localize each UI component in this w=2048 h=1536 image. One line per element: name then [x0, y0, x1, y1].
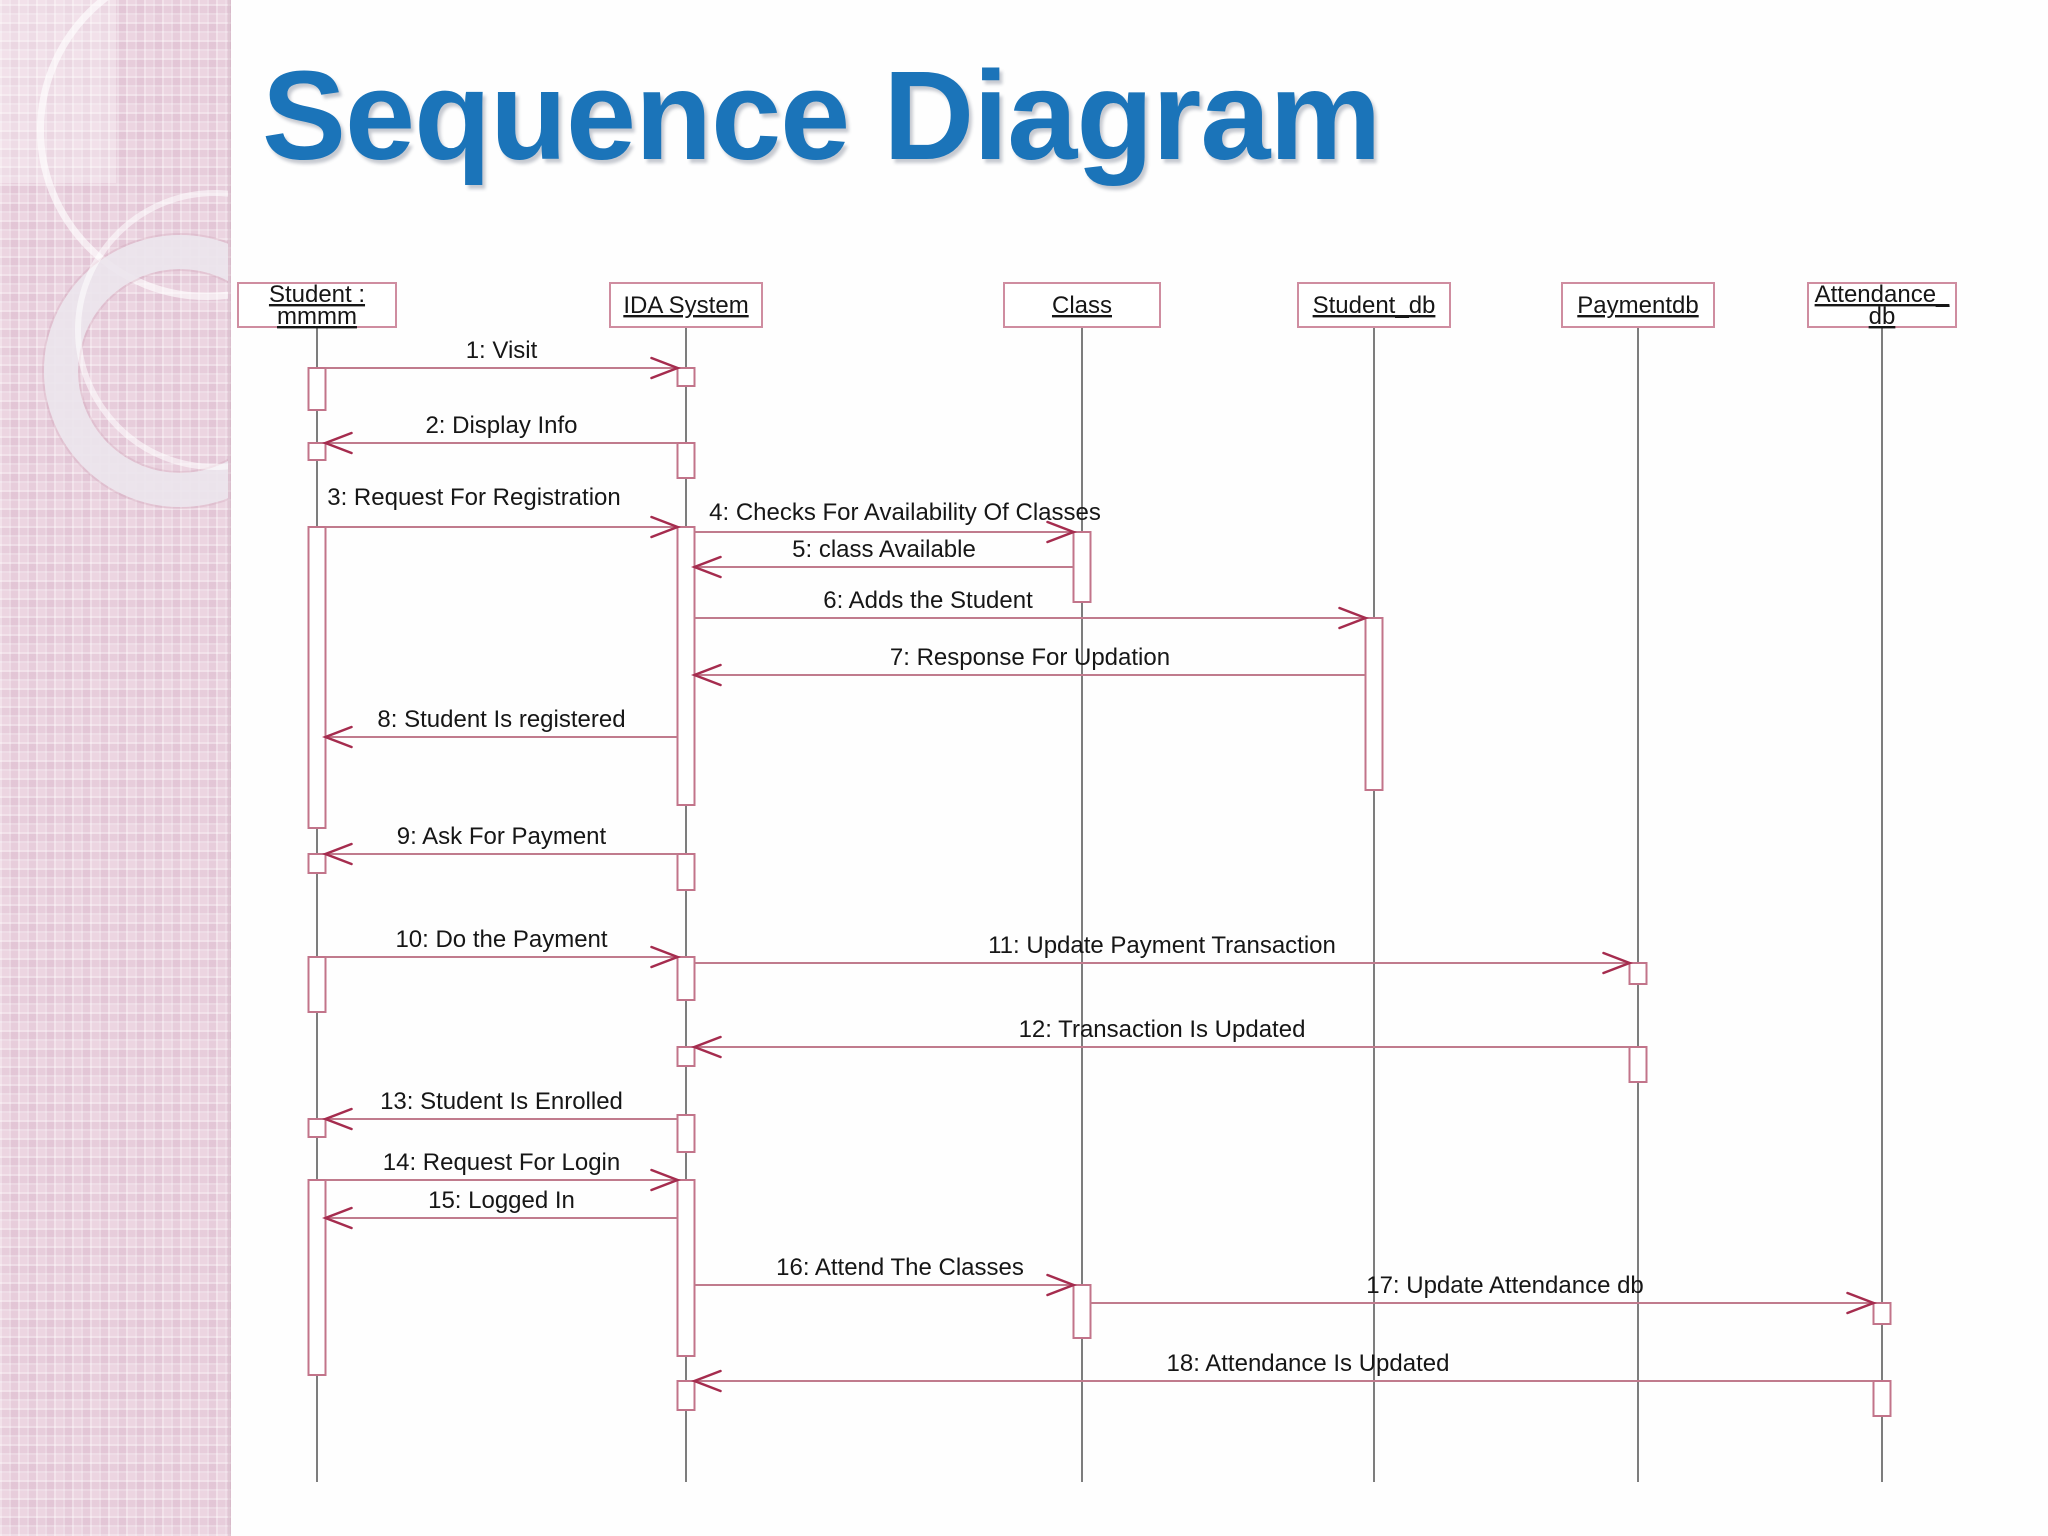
message-3-label: 3: Request For Registration: [327, 484, 620, 511]
message-10-arrowhead-icon: [650, 945, 681, 969]
actor-label-ida-system: IDA System: [623, 292, 748, 319]
message-6-label: 6: Adds the Student: [823, 587, 1033, 614]
actor-box-ida-system: [609, 282, 763, 328]
actor-box-student-db: [1297, 282, 1451, 328]
message-9-arrowhead-icon: [322, 842, 353, 866]
activation-ida-system: [676, 526, 696, 806]
message-15-label: 15: Logged In: [428, 1187, 575, 1214]
actor-label-student-db: Student_db: [1313, 292, 1436, 319]
slide-title: Sequence Diagram: [262, 45, 1381, 186]
message-17-arrowhead-icon: [1846, 1291, 1877, 1315]
actor-label-paymentdb: Paymentdb: [1577, 292, 1698, 319]
messages-layer: 1: Visit 2: Display Info 3: Request For Re…: [322, 337, 1877, 1393]
message-1-arrowhead-icon: [650, 356, 681, 380]
message-7-label: 7: Response For Updation: [890, 644, 1170, 671]
message-8-label: 8: Student Is registered: [377, 706, 625, 733]
message-4-label: 4: Checks For Availability Of Classes: [709, 499, 1101, 526]
message-18-arrowhead-icon: [691, 1369, 722, 1393]
activation-ida-system: [676, 853, 696, 891]
actor-box-attendance-db: [1807, 282, 1957, 328]
message-13-arrowhead-icon: [322, 1107, 353, 1131]
message-16-label: 16: Attend The Classes: [776, 1254, 1024, 1281]
actor-label-attendance-db: Attendance_db: [1815, 281, 1950, 330]
message-6-arrowhead-icon: [1338, 606, 1369, 630]
activation-attendance-db: [1872, 1302, 1892, 1325]
activation-ida-system: [676, 1114, 696, 1153]
actor-box-paymentdb: [1561, 282, 1715, 328]
message-5-label: 5: class Available: [792, 536, 976, 563]
message-2-arrowhead-icon: [322, 431, 353, 455]
message-11-label: 11: Update Payment Transaction: [988, 932, 1336, 959]
message-14-label: 14: Request For Login: [383, 1149, 620, 1176]
message-9-label: 9: Ask For Payment: [397, 823, 607, 850]
activation-attendance-db: [1872, 1380, 1892, 1417]
message-13-label: 13: Student Is Enrolled: [380, 1088, 623, 1115]
message-11-arrowhead-icon: [1602, 951, 1633, 975]
message-16-arrowhead-icon: [1046, 1273, 1077, 1297]
message-8-arrowhead-icon: [322, 725, 353, 749]
activation-paymentdb: [1628, 962, 1648, 985]
message-3-arrowhead-icon: [650, 515, 681, 539]
message-2-label: 2: Display Info: [425, 412, 577, 439]
activation-paymentdb: [1628, 1046, 1648, 1083]
activation-student: [307, 853, 327, 874]
message-1-label: 1: Visit: [466, 337, 538, 364]
actor-box-class: [1003, 282, 1161, 328]
decorative-sidebar: [0, 0, 231, 1536]
actor-box-student: [237, 282, 397, 328]
actors-layer: Student :mmmm IDA System Class Student_db Pa…: [237, 281, 1957, 330]
message-5-arrowhead-icon: [691, 555, 722, 579]
activations-layer: [307, 367, 1892, 1417]
message-15-arrowhead-icon: [322, 1206, 353, 1230]
message-4-arrowhead-icon: [1046, 520, 1077, 544]
actor-label-student: Student :mmmm: [269, 281, 365, 330]
activation-class: [1072, 531, 1092, 603]
message-17-label: 17: Update Attendance db: [1366, 1272, 1644, 1299]
activation-ida-system: [676, 442, 696, 479]
activation-ida-system: [676, 956, 696, 1001]
message-12-arrowhead-icon: [691, 1035, 722, 1059]
activation-ida-system: [676, 1046, 696, 1067]
message-14-arrowhead-icon: [650, 1168, 681, 1192]
activation-ida-system: [676, 1380, 696, 1411]
activation-student: [307, 526, 327, 829]
message-10-label: 10: Do the Payment: [395, 926, 607, 953]
actor-label-class: Class: [1052, 292, 1112, 319]
activation-student: [307, 956, 327, 1013]
message-18-label: 18: Attendance Is Updated: [1167, 1350, 1450, 1377]
message-12-label: 12: Transaction Is Updated: [1019, 1016, 1306, 1043]
activation-student: [307, 442, 327, 461]
activation-student: [307, 1179, 327, 1376]
activation-student: [307, 1118, 327, 1138]
activation-class: [1072, 1284, 1092, 1339]
activation-student: [307, 367, 327, 411]
activation-student-db: [1364, 617, 1384, 791]
message-7-arrowhead-icon: [691, 663, 722, 687]
activation-ida-system: [676, 1179, 696, 1357]
activation-ida-system: [676, 367, 696, 387]
